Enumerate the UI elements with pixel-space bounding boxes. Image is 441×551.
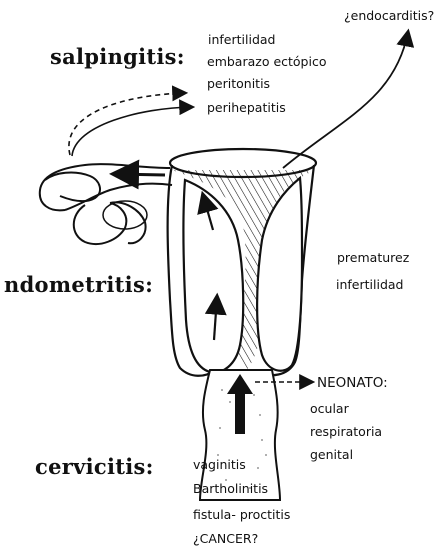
endocarditis-label: ¿endocarditis?	[344, 8, 434, 23]
cervicitis-item-3: fistula- proctitis	[193, 507, 290, 522]
salpingitis-item-2: embarazo ectópico	[207, 54, 326, 69]
salpingitis-heading: salpingitis:	[50, 44, 185, 69]
tube-arrow	[115, 174, 165, 175]
neonato-item-2: respiratoria	[310, 424, 382, 439]
neonato-item-3: genital	[310, 447, 353, 462]
salpingitis-item-3: peritonitis	[207, 76, 270, 91]
salpingitis-arc	[69, 93, 185, 155]
salpingitis-item-1: infertilidad	[208, 32, 275, 47]
cervicitis-item-1: vaginitis	[193, 457, 246, 472]
neonato-item-1: ocular	[310, 401, 349, 416]
cervicitis-item-2: Bartholinitis	[193, 481, 268, 496]
salpingitis-item-4: perihepatitis	[207, 100, 286, 115]
cervicitis-item-4: ¿CANCER?	[193, 531, 258, 546]
endocarditis-line	[283, 32, 408, 168]
neonato-heading: NEONATO:	[317, 375, 388, 391]
endometritis-item-1: prematurez	[337, 250, 409, 265]
cervicitis-heading: cervicitis:	[35, 454, 154, 479]
endometritis-item-2: infertilidad	[336, 277, 403, 292]
endometritis-heading: ndometritis:	[4, 272, 153, 297]
uterus-body	[168, 149, 316, 376]
